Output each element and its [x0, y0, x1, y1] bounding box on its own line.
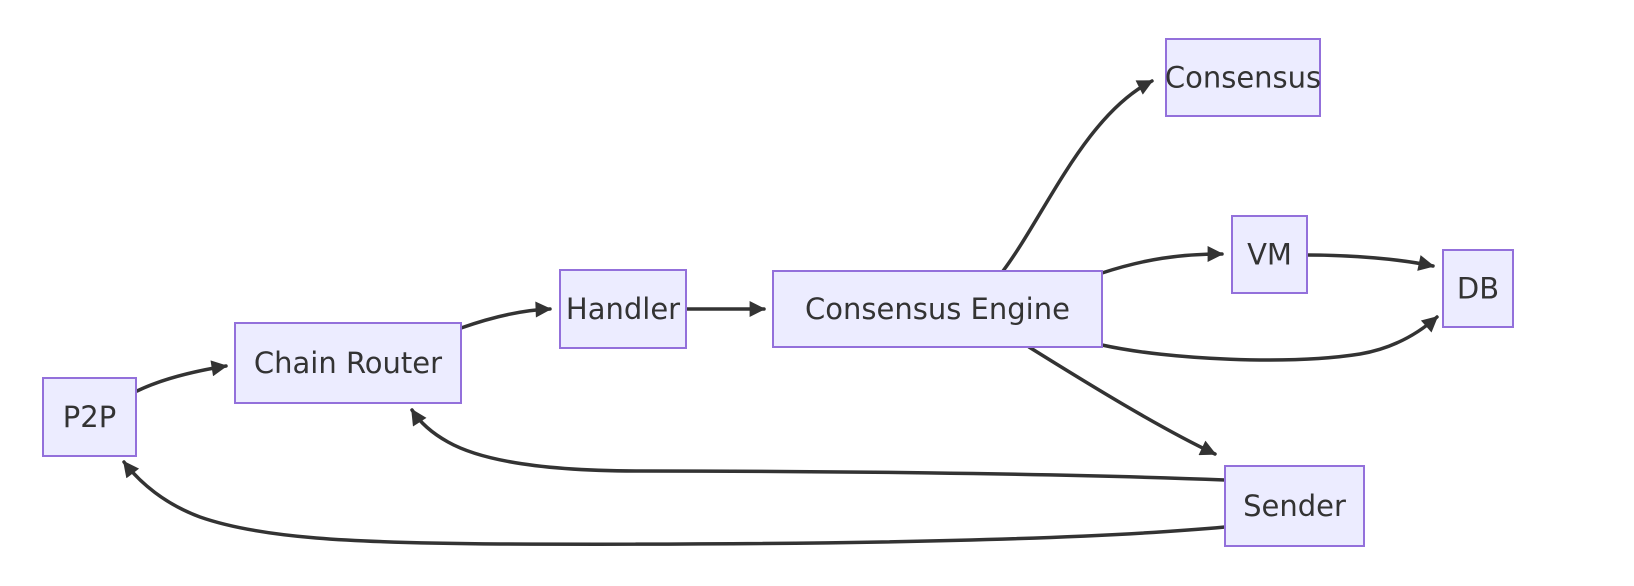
node-handler-label: Handler [566, 292, 680, 326]
node-p2p-label: P2P [63, 400, 116, 434]
node-handler-box [559, 269, 687, 349]
edge-chain-router-to-handler [459, 301, 552, 330]
node-handler: Handler [559, 269, 687, 349]
node-consensus-engine-label: Consensus Engine [805, 292, 1070, 326]
node-sender-box [1224, 465, 1365, 547]
edge-p2p-to-chain-router [135, 360, 228, 393]
node-db: DB [1442, 249, 1514, 328]
node-chain-router-box [234, 322, 462, 404]
node-sender-label: Sender [1243, 489, 1346, 523]
node-db-label: DB [1457, 272, 1499, 306]
node-p2p-box [42, 377, 137, 457]
edge-sender-to-p2p [122, 460, 1227, 546]
edge-vm-to-db [1305, 253, 1435, 271]
nodes-layer: P2P Chain Router Handler Consensus Engin… [42, 38, 1514, 547]
edge-consensus-engine-to-db [1100, 315, 1439, 362]
node-consensus: Consensus [1165, 38, 1321, 117]
node-vm-box [1231, 215, 1308, 294]
edge-consensus-engine-to-sender [1027, 345, 1217, 456]
node-p2p: P2P [42, 377, 137, 457]
node-vm-label: VM [1247, 238, 1292, 272]
node-vm: VM [1231, 215, 1308, 294]
node-chain-router: Chain Router [234, 322, 462, 404]
node-consensus-box [1165, 38, 1321, 117]
node-db-box [1442, 249, 1514, 328]
edge-consensus-engine-to-consensus [1001, 79, 1154, 273]
node-consensus-engine: Consensus Engine [772, 270, 1103, 348]
node-chain-router-label: Chain Router [254, 346, 442, 380]
edge-consensus-engine-to-vm [1100, 246, 1224, 275]
edges-layer [122, 79, 1439, 546]
node-consensus-label: Consensus [1165, 61, 1321, 95]
node-consensus-engine-box [772, 270, 1103, 348]
node-sender: Sender [1224, 465, 1365, 547]
edge-sender-to-chain-router [410, 408, 1227, 482]
